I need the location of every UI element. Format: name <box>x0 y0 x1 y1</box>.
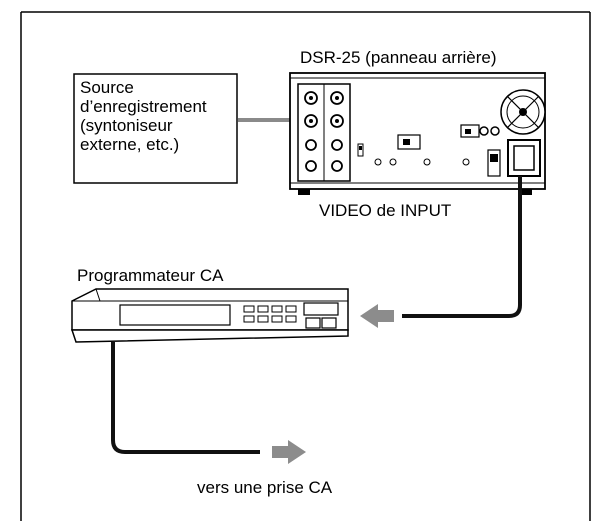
device-label: DSR-25 (panneau arrière) <box>300 48 497 67</box>
video-input-label: VIDEO de INPUT <box>319 201 452 220</box>
source-label-line-4: externe, etc.) <box>80 135 180 154</box>
av-connector-panel <box>297 83 351 182</box>
source-box <box>73 73 238 184</box>
timer-label: Programmateur CA <box>77 266 224 285</box>
source-label-line-2: d’enregistrement <box>80 97 207 116</box>
dsr25-rear-panel <box>289 72 546 195</box>
right-arrow-icon <box>272 440 306 464</box>
outlet-label: vers une prise CA <box>197 478 333 497</box>
fan-icon <box>500 89 546 135</box>
power-inlet-icon <box>487 139 541 177</box>
source-label-line-3: (syntoniseur <box>80 116 173 135</box>
ac-timer <box>70 288 349 343</box>
power-cable-deck <box>402 176 522 318</box>
control-switches <box>357 124 500 166</box>
source-label-line-1: Source <box>80 78 134 97</box>
source-label: Source d’enregistrement (syntoniseur ext… <box>80 78 236 154</box>
power-cable-timer <box>111 342 260 454</box>
outer-frame <box>20 11 591 521</box>
left-arrow-icon <box>360 304 394 328</box>
